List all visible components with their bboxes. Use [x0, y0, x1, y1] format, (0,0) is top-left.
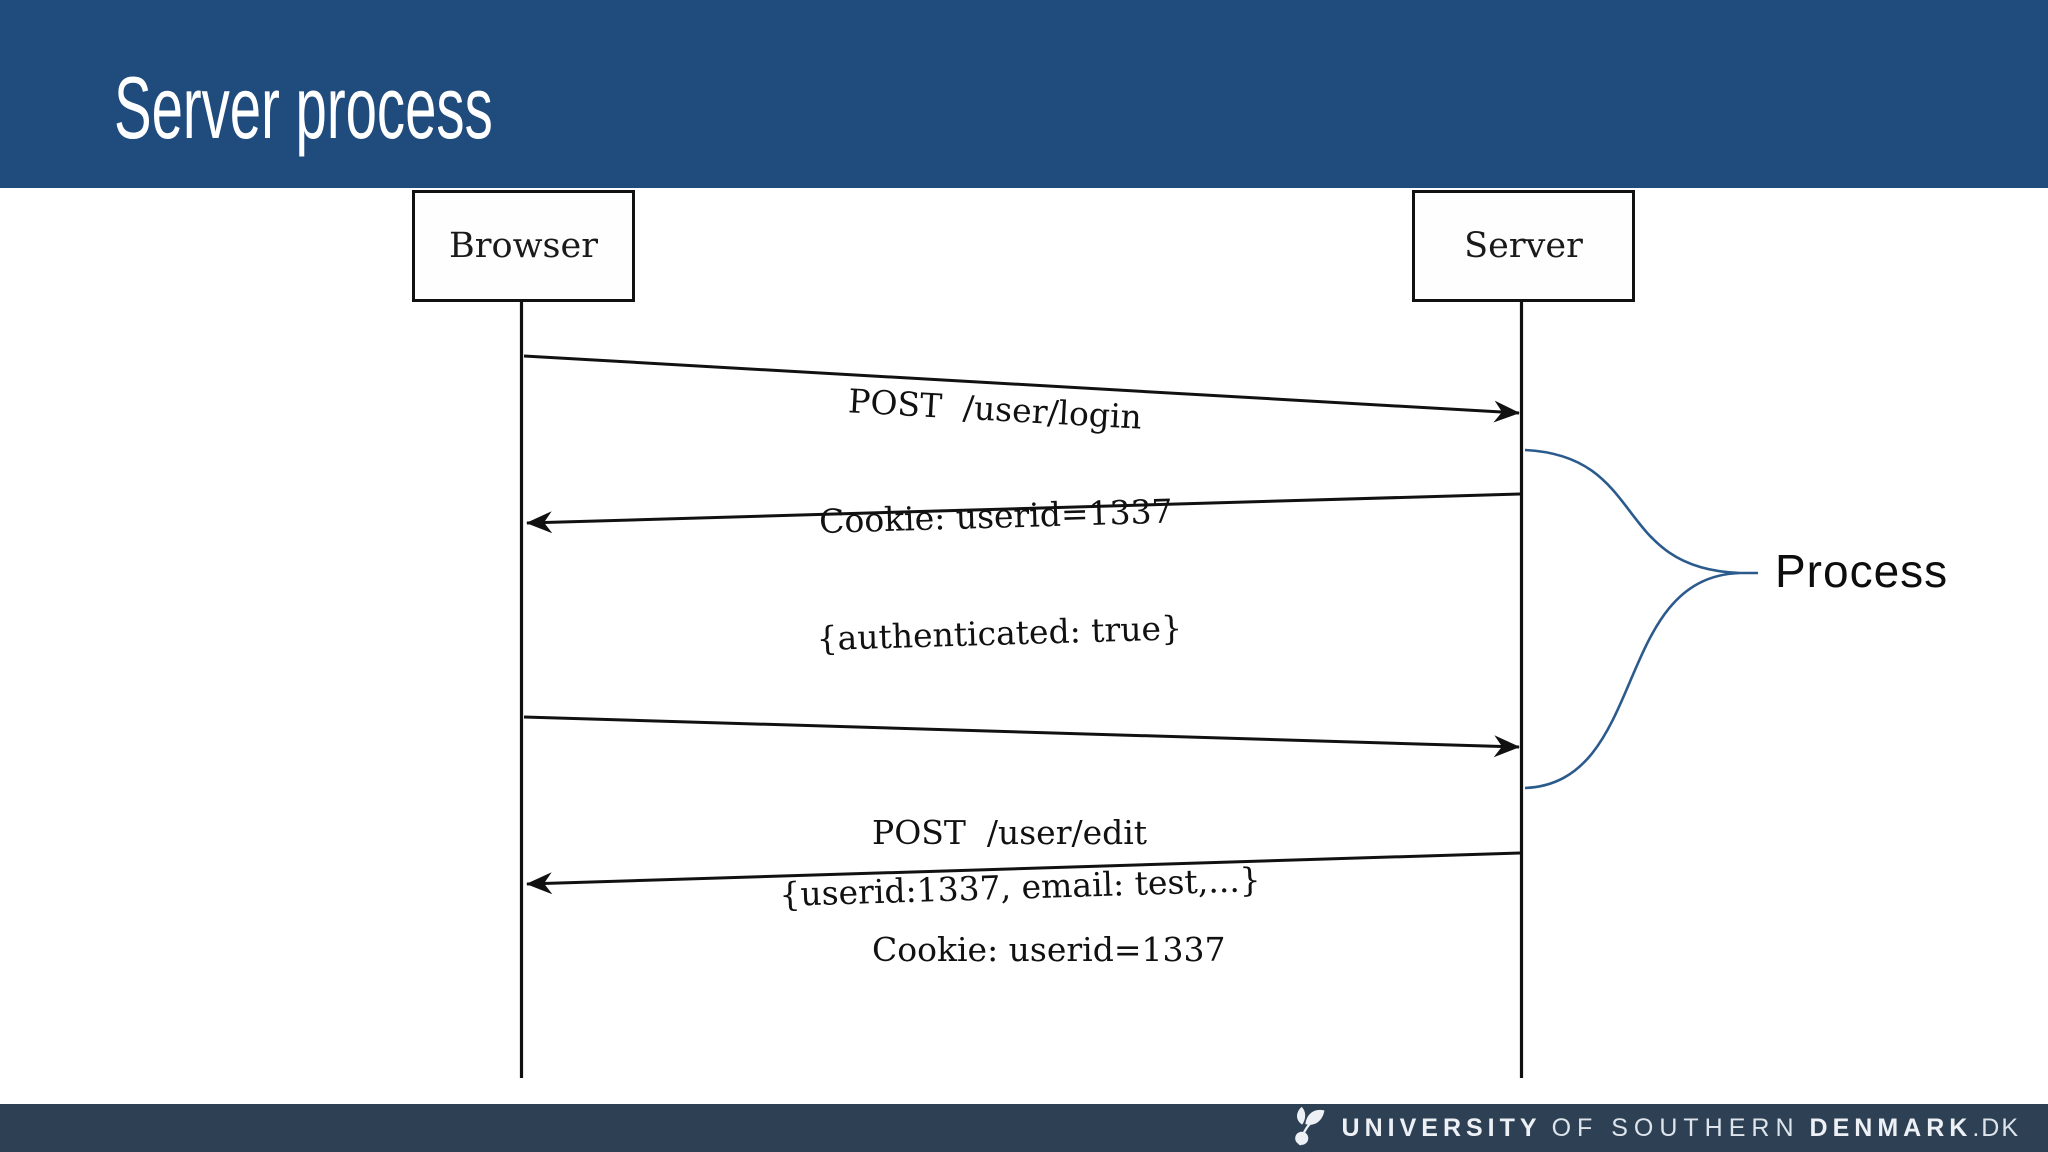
- message-label-cookie-response: Cookie: userid=1337 {authenticated: true…: [810, 414, 1183, 697]
- message-arrow-post-edit: [523, 715, 1520, 758]
- actor-label-browser: Browser: [449, 226, 598, 266]
- slide-header-bar: Server process: [0, 0, 2048, 188]
- message-label-post-edit: POST /user/edit Cookie: userid=1337: [872, 736, 1225, 1009]
- page-title: Server process: [114, 58, 493, 157]
- logo-of-southern: OF SOUTHERN: [1551, 1113, 1800, 1142]
- sdu-leaf-icon: [1294, 1106, 1325, 1146]
- actor-box-browser: Browser: [412, 190, 635, 302]
- process-brace: [1524, 448, 1758, 790]
- logo-university: UNIVERSITY: [1341, 1113, 1542, 1142]
- university-logo: UNIVERSITY OF SOUTHERN DENMARK .DK: [1290, 1106, 2020, 1146]
- message-arrow-cookie-response: [526, 492, 1521, 534]
- actor-label-server: Server: [1464, 226, 1583, 266]
- message-label-line: Cookie: userid=1337: [872, 929, 1226, 969]
- message-label-line: {authenticated: true}: [816, 607, 1183, 658]
- actor-box-server: Server: [1412, 190, 1635, 302]
- process-annotation-label: Process: [1775, 544, 1949, 597]
- message-label-line: Cookie: userid=1337: [818, 491, 1174, 541]
- message-arrow-post-login: [523, 354, 1520, 423]
- logo-dk: .DK: [1972, 1113, 2020, 1142]
- university-logo-text: UNIVERSITY OF SOUTHERN DENMARK .DK: [1342, 1114, 2020, 1143]
- logo-denmark: DENMARK: [1809, 1113, 1973, 1142]
- message-label-line: POST /user/edit: [872, 812, 1148, 852]
- footer-bar: UNIVERSITY OF SOUTHERN DENMARK .DK: [0, 1104, 2048, 1152]
- message-arrow-userid-response: [526, 851, 1521, 895]
